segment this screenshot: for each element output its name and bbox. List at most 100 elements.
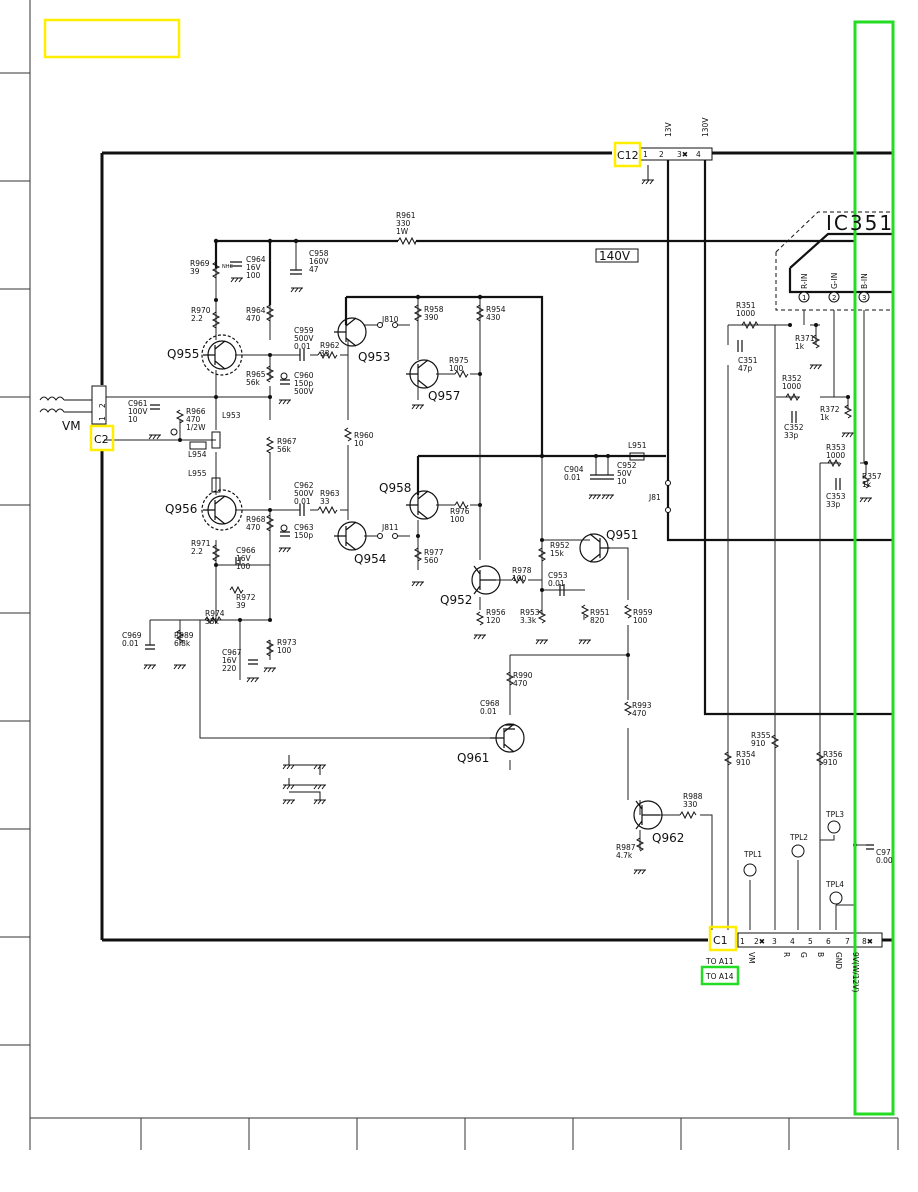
c1-to-a11: TO A11 (705, 957, 734, 966)
label-q958: Q958 (379, 481, 411, 495)
transistor-q962 (633, 800, 663, 830)
c12-130v: 130V (701, 117, 710, 137)
part-label-l953: L953 (222, 411, 241, 420)
sheet-frame (0, 0, 899, 1150)
c1-pin-2: 2✖ (754, 937, 765, 946)
c1-pin-4: 4 (790, 937, 795, 946)
c1-pin-5: 5 (808, 937, 813, 946)
transistor-q954 (334, 521, 367, 551)
label-q951: Q951 (606, 528, 638, 542)
c1-pin-7: 7 (845, 937, 850, 946)
rail-140v-box (595, 248, 639, 263)
c1-name: C1 (713, 934, 728, 947)
label-q957: Q957 (428, 389, 460, 403)
c12-pin-3: 3✖ (677, 150, 688, 159)
c2-pin-1: 1 (98, 416, 107, 421)
label-q954: Q954 (354, 552, 386, 566)
ic351-r-in: R-IN (800, 274, 809, 289)
c12-13v: 13V (664, 121, 673, 137)
inductor-symbols (39, 396, 645, 493)
label-q955: Q955 (167, 347, 199, 361)
transistor-q956 (201, 489, 243, 531)
transistor-q961 (490, 723, 525, 753)
c1-sig-gnd: GND (834, 952, 843, 969)
c2-pin-2: 2 (98, 403, 107, 408)
connector-c12 (639, 147, 713, 161)
rail-140v-label: 140V (599, 249, 631, 263)
transistor-q951 (579, 533, 610, 563)
c2-name: C2 (94, 433, 109, 446)
transistor-q958 (406, 490, 439, 520)
capacitor-symbols (145, 261, 874, 850)
c2-net: VM (62, 419, 81, 433)
ic351-labels: IC351 R-IN G-IN B-IN 1 2 3 (800, 211, 894, 302)
resistor-symbols (175, 236, 871, 852)
ic351-g-in: G-IN (830, 273, 839, 289)
ic351-pin-3: 3 (862, 294, 866, 302)
c12-pin-2: 2 (659, 150, 664, 159)
c12-name: C12 (617, 149, 639, 162)
part-label-l955: L955 (188, 469, 207, 478)
label-q956: Q956 (165, 502, 197, 516)
part-label-l951: L951 (628, 441, 647, 450)
c1-sig-b: B (816, 952, 825, 957)
connector-c2 (91, 385, 107, 425)
c1-pin-8: 8✖ (862, 937, 873, 946)
c1-pin-1: 1 (740, 937, 745, 946)
test-points (170, 322, 843, 905)
part-label-tpl1: TPL1 (743, 850, 762, 859)
part-label-nhc: NHC (222, 264, 234, 270)
c1-sig-r: R (782, 952, 791, 957)
c1-pin-6: 6 (826, 937, 831, 946)
ic351-name: IC351 (826, 211, 894, 235)
label-q962: Q962 (652, 831, 684, 845)
part-label-j811: J811 (381, 523, 399, 532)
ic351-outline (775, 211, 892, 311)
c1-to-a14: TO A14 (705, 972, 734, 981)
ground-symbols (143, 165, 872, 875)
part-label-j81: J81 (648, 493, 661, 502)
transistor-q952 (471, 565, 501, 595)
label-q952: Q952 (440, 593, 472, 607)
ic351-b-in: B-IN (860, 273, 869, 289)
